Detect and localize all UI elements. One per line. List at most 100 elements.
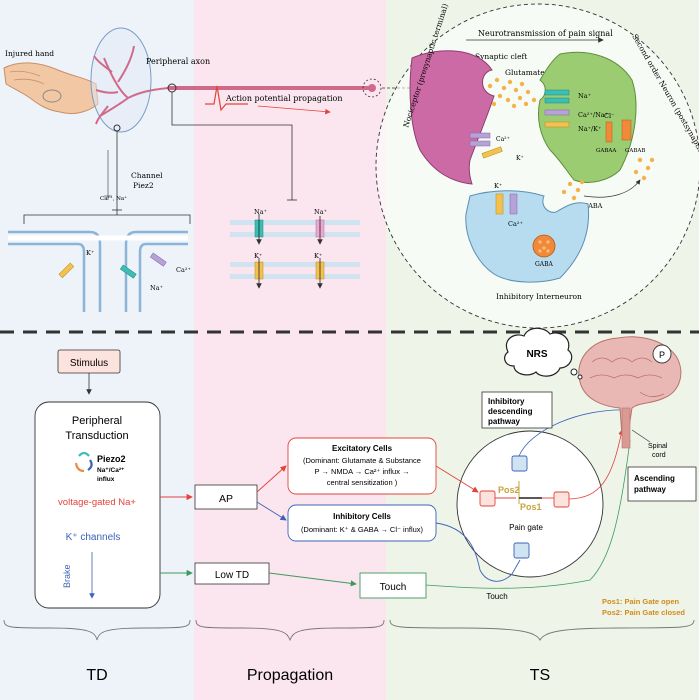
gaba-b-receptor — [621, 119, 632, 141]
inhib-desc-line-2: descending — [488, 407, 533, 416]
mid-na-label-2: Na⁺ — [314, 208, 327, 216]
low-td-box — [194, 562, 270, 585]
gaba-label: GABA — [583, 202, 603, 210]
piezo2-label: Piezo2 — [97, 454, 126, 464]
inhibitory-descending-box — [481, 391, 553, 429]
peripheral-axon-label: Peripheral axon — [146, 57, 210, 66]
spinal-label-1: Spinal — [648, 443, 668, 450]
gate-input-descending — [511, 455, 528, 472]
gaba-b-label: GABAB — [625, 148, 645, 154]
nrs-label: NRS — [526, 349, 547, 360]
left-ca-label: Ca²⁺ — [176, 266, 191, 274]
axon-to-membrane-connector — [171, 92, 293, 200]
glutamate-dots — [487, 77, 537, 109]
peripheral-axon-branches — [93, 45, 169, 125]
gate-input-excitatory — [479, 490, 496, 507]
section-td-label: TD — [86, 667, 107, 684]
presynaptic-k-channel — [481, 146, 503, 159]
presynaptic-ca-label: Ca²⁺ — [496, 136, 510, 143]
transduction-label-1: Peripheral — [72, 415, 122, 427]
interneuron-ca-label: Ca²⁺ — [508, 220, 523, 228]
ap-to-inhibitory-arrow — [256, 501, 287, 521]
inhibitory-title: Inhibitory Cells — [333, 512, 391, 521]
gaba-vesicle-dots — [538, 240, 550, 253]
left-membrane-channels — [58, 252, 167, 279]
low-td-label: Low TD — [215, 570, 249, 581]
gate-output — [553, 491, 570, 508]
ts-brace — [389, 619, 695, 642]
low-td-to-touch-arrow — [268, 572, 357, 587]
inhib-desc-line-1: Inhibitory — [488, 397, 525, 406]
nerve-ending-oval — [90, 27, 152, 133]
channel-label-2: Piez2 — [133, 181, 154, 190]
nociceptor-terminal — [409, 50, 495, 185]
action-potential-label: Action potential propagation — [225, 94, 343, 103]
mid-k-label-2: K⁺ — [314, 252, 322, 260]
vg-na-label: voltage-gated Na+ — [58, 497, 136, 508]
interneuron-k-label: K⁺ — [494, 182, 502, 190]
section-ts-label: TS — [530, 667, 550, 684]
na-channel — [544, 89, 570, 96]
legend-pos1: Pos1: Pain Gate open — [602, 597, 680, 606]
gaba-release-arrow — [583, 179, 641, 198]
mid-k-label-1: K⁺ — [254, 252, 262, 260]
presynaptic-ca-channel-2 — [469, 140, 491, 147]
piezo-influx-2: influx — [97, 476, 115, 483]
touch-to-cord-line — [425, 439, 631, 589]
excitatory-line-3: central sensitization ) — [327, 478, 398, 487]
pain-gate-label: Pain gate — [509, 523, 543, 532]
left-k-label: K⁺ — [86, 249, 94, 257]
k-channels-label: K⁺ channels — [66, 532, 121, 543]
piezo2-icon — [74, 451, 93, 473]
ca-na-channel — [544, 109, 570, 116]
second-order-neuron — [537, 51, 637, 183]
ap-to-excitatory-arrow — [256, 465, 287, 493]
neurotransmission-title: Neurotransmission of pain signal — [478, 29, 613, 38]
left-na-label: Na⁺ — [150, 284, 163, 292]
spinal-pointer — [631, 429, 651, 443]
cl-label: Cl⁻ — [604, 112, 614, 120]
legend-pos2: Pos2: Pain Gate closed — [602, 608, 685, 617]
brain-illustration — [578, 336, 682, 449]
ascending-pathway-line — [568, 429, 624, 500]
excitatory-title: Excitatory Cells — [332, 444, 393, 453]
gaba-vesicle — [532, 234, 556, 258]
gate-input-inhibitory — [513, 542, 530, 559]
glutamate-label: Glutamate — [505, 68, 545, 77]
spinal-label-2: cord — [652, 452, 666, 459]
ascending-line-1: Ascending — [634, 474, 675, 483]
transduction-box — [34, 401, 161, 609]
ap-box — [194, 484, 258, 510]
nerve-ending-membrane — [8, 230, 188, 312]
ap-label: AP — [219, 493, 233, 505]
ca-na-small-label: Ca²⁺, Na⁺ — [100, 195, 127, 202]
excitatory-to-gate-arrow — [435, 465, 479, 493]
p-badge — [652, 344, 672, 364]
touch-box-label: Touch — [380, 582, 407, 593]
stimulus-label: Stimulus — [70, 358, 108, 369]
channel-label-1: Channel — [131, 171, 163, 180]
touch-box — [359, 572, 427, 599]
gaba-a-receptor — [605, 121, 613, 143]
injured-hand-label: Injured hand — [5, 49, 54, 58]
inhib-desc-line-3: pathway — [488, 417, 521, 426]
na-k-channel — [544, 121, 570, 128]
presynaptic-k-label: K⁺ — [516, 155, 524, 162]
inhibitory-line-1: (Dominant: K⁺ & GABA → Cl⁻ influx) — [301, 525, 424, 534]
transduction-label-2: Transduction — [65, 430, 128, 442]
zoom-circle — [362, 78, 382, 98]
pos1-label: Pos1 — [520, 502, 542, 512]
propagation-arrow — [257, 105, 331, 115]
gaba-dots — [561, 157, 655, 201]
mid-na-label-1: Na⁺ — [254, 208, 267, 216]
na-channel-2 — [544, 97, 570, 104]
inhibitory-to-gate-line — [435, 522, 521, 582]
p-badge-label: P — [659, 350, 665, 360]
section-propagation-label: Propagation — [247, 667, 333, 684]
excitatory-line-2: P → NMDA → Ca²⁺ influx → — [314, 467, 409, 476]
ascending-line-2: pathway — [634, 485, 667, 494]
brake-label: Brake — [62, 564, 72, 588]
gaba-a-label: GABAA — [596, 148, 617, 154]
axon-terminal — [368, 84, 376, 92]
